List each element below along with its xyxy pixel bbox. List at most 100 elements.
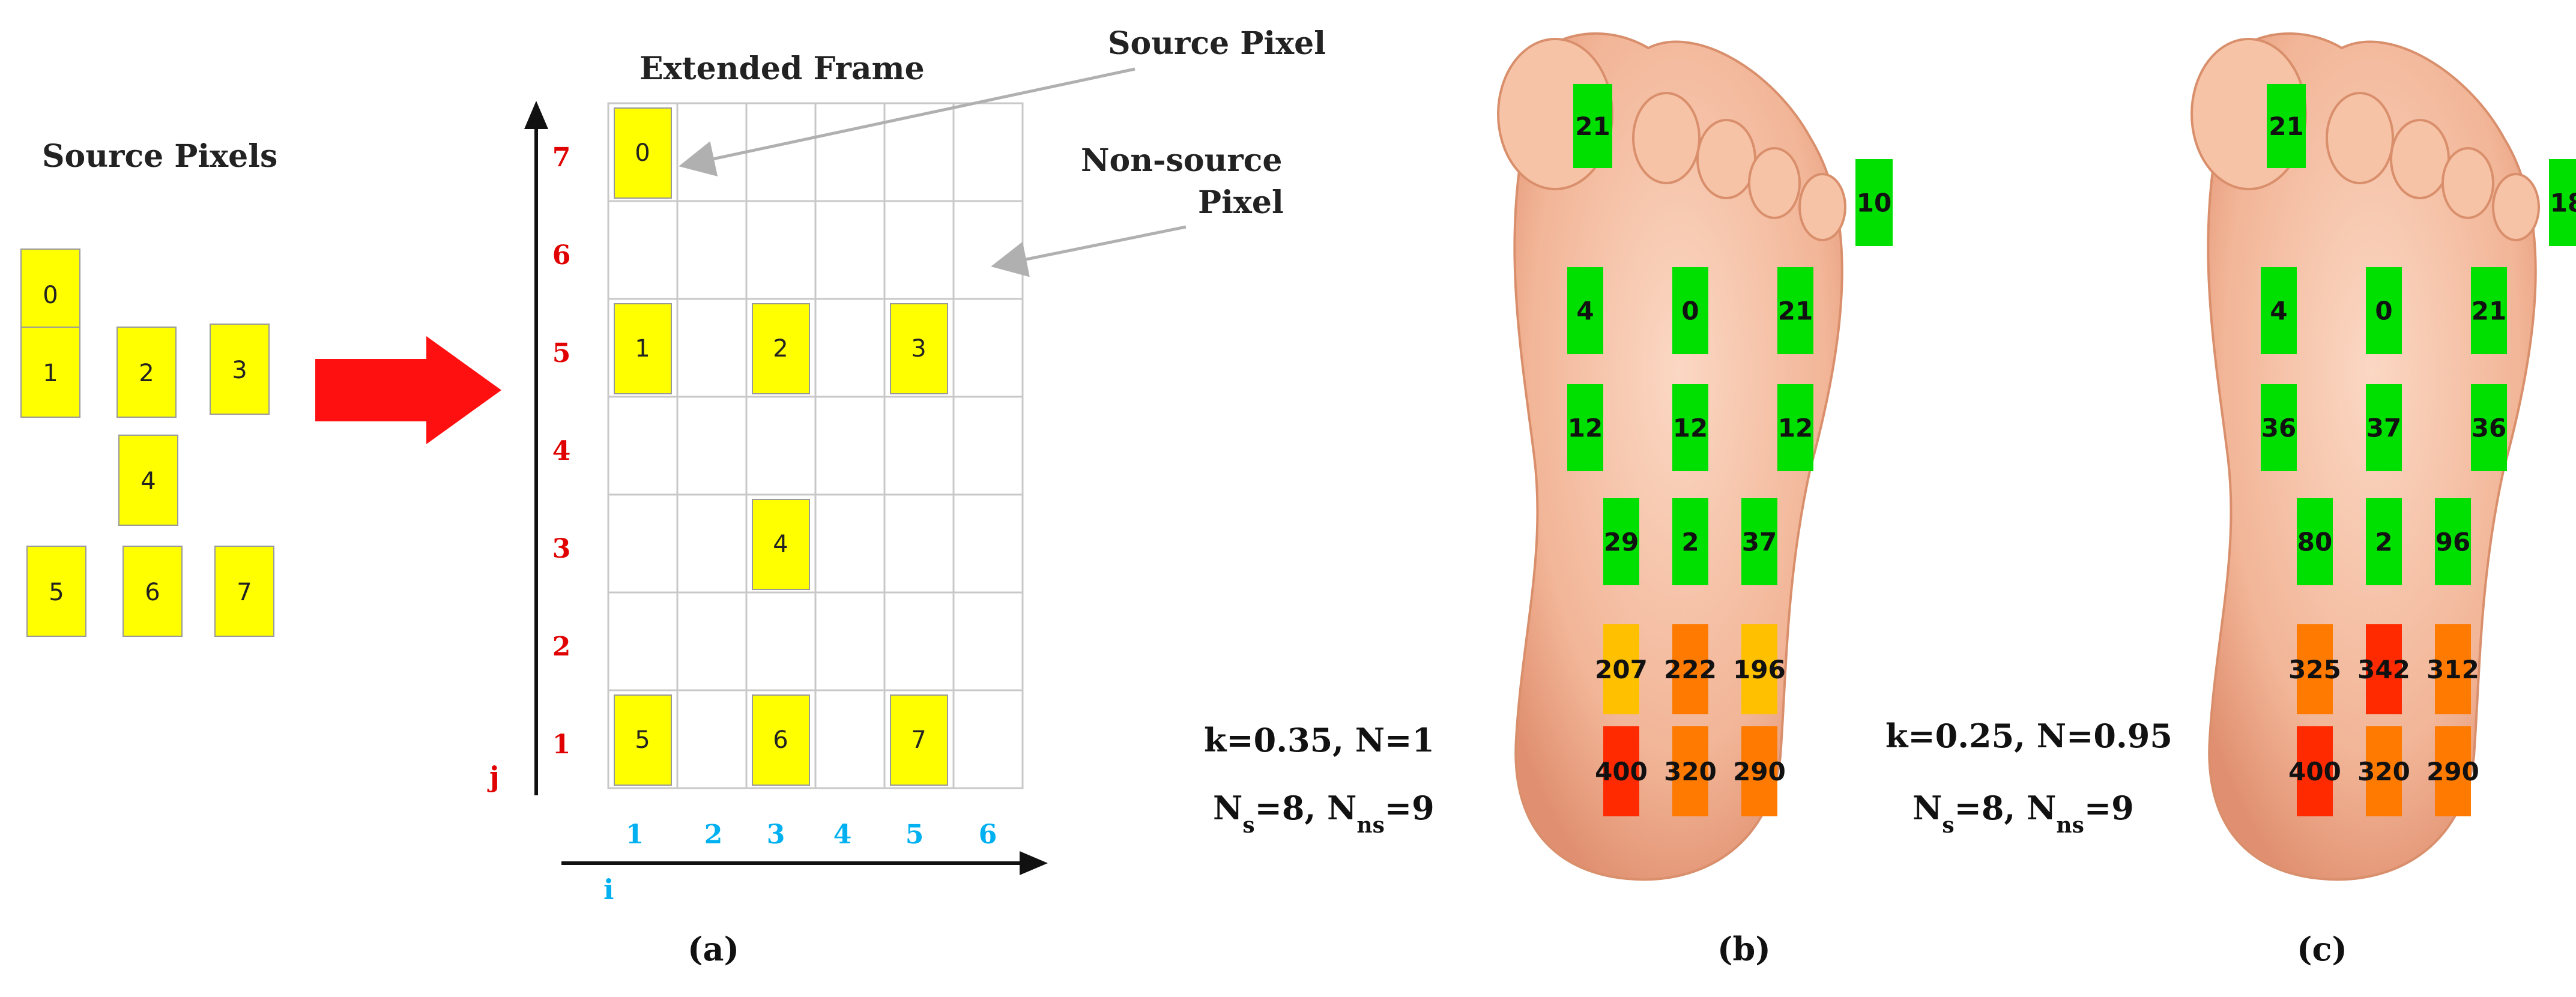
source-pixel-label: 3 xyxy=(232,357,247,384)
frame-pixel-label: 1 xyxy=(635,335,650,363)
toe-2 xyxy=(1632,92,1701,184)
heat-cell xyxy=(2471,384,2507,471)
heat-cell xyxy=(2366,498,2402,585)
nonsource-pixel-pointer xyxy=(991,225,1187,277)
params-c-line2: Ns=8, Nns=9 xyxy=(1912,789,2134,838)
heat-cell-value: 207 xyxy=(1595,655,1648,684)
heat-cell-value: 400 xyxy=(2288,757,2341,786)
heat-cell-value: 29 xyxy=(1604,528,1639,557)
toe-4 xyxy=(1748,147,1801,219)
heat-cell xyxy=(1741,498,1777,585)
nonsource-label-line2: Pixel xyxy=(1198,184,1284,221)
heat-cell-value: 37 xyxy=(1742,528,1777,557)
source-pixel-label: 4 xyxy=(141,468,156,495)
toe-3 xyxy=(1696,119,1756,199)
heat-cell-value: 320 xyxy=(1664,757,1717,786)
heat-cell-value: 96 xyxy=(2435,528,2470,557)
toe-5 xyxy=(1798,173,1846,241)
extended-frame-title: Extended Frame xyxy=(639,50,925,87)
source-pixels-title: Source Pixels xyxy=(42,138,277,175)
heat-cell-value: 400 xyxy=(1595,757,1648,786)
source-pixel-2 xyxy=(116,327,177,418)
heat-cell-value: 312 xyxy=(2426,655,2479,684)
source-pixel-0 xyxy=(20,248,80,340)
heat-cell xyxy=(2435,726,2471,816)
heat-cell xyxy=(2366,726,2402,816)
i-tick-label: 1 xyxy=(626,819,644,850)
extended-frame-grid xyxy=(607,102,1024,789)
heat-cell xyxy=(1777,384,1813,471)
i-tick-label: 6 xyxy=(979,819,997,850)
frame-pixel-label: 7 xyxy=(911,726,926,754)
j-tick-label: 2 xyxy=(552,631,571,662)
source-pixel-label: 2 xyxy=(139,360,154,387)
toe-4 xyxy=(2441,147,2494,219)
frame-pixel-label: 2 xyxy=(773,335,788,363)
j-axis-label: j xyxy=(487,761,500,793)
j-tick-label: 3 xyxy=(552,534,571,564)
i-tick-label: 5 xyxy=(906,819,924,850)
frame-pixel-label: 6 xyxy=(773,726,788,754)
source-pixel-label: Source Pixel xyxy=(1108,25,1326,62)
heat-cell-value: 12 xyxy=(1673,414,1708,443)
heat-cell xyxy=(2267,84,2306,168)
j-tick-label: 5 xyxy=(552,338,571,369)
heat-cell xyxy=(1603,726,1639,816)
heat-cell xyxy=(1603,624,1639,714)
i-axis-arrowhead-icon xyxy=(1020,851,1048,875)
heat-cell-value: 196 xyxy=(1733,655,1786,684)
heat-cell-value: 2 xyxy=(2375,528,2392,557)
heat-cell xyxy=(1567,384,1603,471)
heat-cell xyxy=(1777,267,1813,354)
frame-pixel-label: 5 xyxy=(635,726,650,754)
frame-pixel-label: 3 xyxy=(911,335,926,363)
frame-pixel-5 xyxy=(614,694,672,786)
source-pixel-5 xyxy=(26,546,86,637)
frame-pixel-label: 0 xyxy=(635,139,650,167)
source-pixel-label: 5 xyxy=(49,579,64,606)
heat-cell-value: 0 xyxy=(1681,297,1699,326)
i-tick-label: 2 xyxy=(704,819,723,850)
frame-pixel-4 xyxy=(752,499,810,590)
heat-cell xyxy=(1741,726,1777,816)
heat-cell-value: 290 xyxy=(2426,757,2479,786)
heat-cell xyxy=(2297,726,2333,816)
heat-cell xyxy=(2297,624,2333,714)
heat-cell xyxy=(2366,267,2402,354)
heat-cell xyxy=(2261,384,2297,471)
heat-cell xyxy=(2366,624,2402,714)
frame-pixel-0 xyxy=(614,107,672,199)
j-tick-label: 1 xyxy=(552,729,571,760)
toe-3 xyxy=(2390,119,2450,199)
caption-b: (b) xyxy=(1717,930,1771,968)
heat-cell-value: 222 xyxy=(1664,655,1717,684)
heat-cell-value: 342 xyxy=(2357,655,2410,684)
j-tick-label: 4 xyxy=(552,436,571,466)
source-pixel-pointer xyxy=(679,67,1135,176)
i-tick-label: 4 xyxy=(833,819,852,850)
frame-pixel-7 xyxy=(890,694,948,786)
source-pixel-label: 6 xyxy=(145,579,160,606)
panel-c: 2118402136373680296325342312400320290 k=… xyxy=(1885,32,2576,968)
heat-cell-value: 12 xyxy=(1778,414,1813,443)
heat-cell-value: 10 xyxy=(1857,188,1891,218)
heat-cell-value: 18 xyxy=(2550,188,2576,218)
i-axis-label: i xyxy=(603,873,614,906)
heat-cell xyxy=(1672,726,1708,816)
heat-cell xyxy=(1672,624,1708,714)
heat-cell xyxy=(2297,498,2333,585)
heat-cell-value: 2 xyxy=(1681,528,1699,557)
source-pixel-3 xyxy=(210,324,270,415)
nonsource-label-line1: Non-source xyxy=(1081,142,1283,179)
heat-cell-value: 36 xyxy=(2261,414,2296,443)
heat-cell xyxy=(2435,624,2471,714)
heat-cell-value: 21 xyxy=(1575,112,1610,141)
heat-cell-value: 290 xyxy=(1733,757,1786,786)
heat-cell xyxy=(2261,267,2297,354)
